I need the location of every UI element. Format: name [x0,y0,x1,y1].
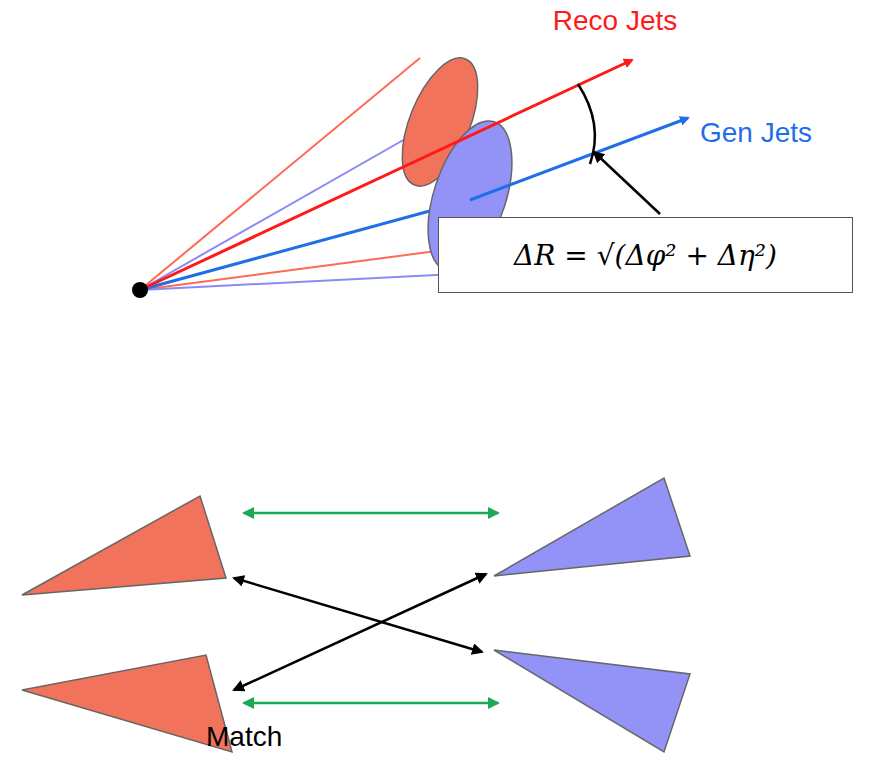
reco-jet-triangle [22,655,232,752]
reco-jet-triangle [22,496,226,595]
gen-axis [470,118,688,200]
cone-line [140,118,442,290]
pointer-arrow [594,152,660,214]
match-arrow [244,702,498,705]
match-arrow [244,512,498,515]
formula-box: ΔR = √(Δφ² + Δη²) [438,217,853,293]
gen-label: Gen Jets [700,116,812,150]
cone-line [140,58,420,290]
formula-text: ΔR = √(Δφ² + Δη²) [514,239,777,272]
cross-arrow [234,574,486,690]
gen-jet-triangle [494,650,690,752]
vertex-dot [132,282,148,298]
match-label: Match [206,720,282,754]
angle-arc [578,84,595,164]
cross-arrow [234,578,482,652]
reco-label: Reco Jets [553,4,678,38]
gen-jet-triangle [494,478,690,576]
